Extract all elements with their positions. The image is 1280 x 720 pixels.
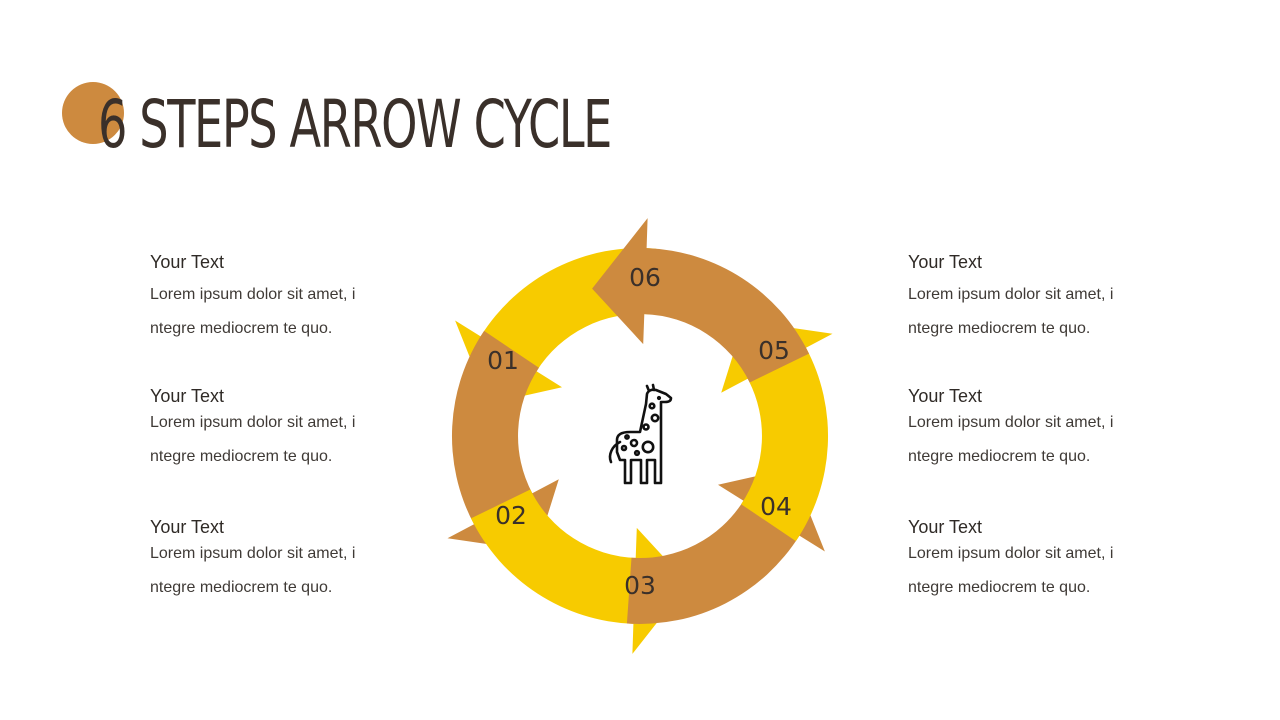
cycle-step-labels: 01 02 03 04 05 06 bbox=[487, 263, 792, 600]
left-item-3-heading: Your Text bbox=[150, 517, 225, 537]
step-label-06: 06 bbox=[629, 263, 661, 292]
left-item-2-heading: Your Text bbox=[150, 386, 225, 406]
right-item-3-heading: Your Text bbox=[908, 517, 983, 537]
page-title: 6 STEPS ARROW CYCLE bbox=[98, 86, 612, 163]
step-label-03: 03 bbox=[624, 571, 656, 600]
right-text-item-3: Your Text Lorem ipsum dolor sit amet, i … bbox=[908, 516, 1148, 605]
right-item-1-heading: Your Text bbox=[908, 252, 983, 272]
right-item-2-heading: Your Text bbox=[908, 386, 983, 406]
left-item-1-heading: Your Text bbox=[150, 252, 225, 272]
giraffe-icon bbox=[608, 383, 673, 485]
right-text-item-2: Your Text Lorem ipsum dolor sit amet, i … bbox=[908, 385, 1148, 474]
left-text-item-1: Your Text Lorem ipsum dolor sit amet, i … bbox=[150, 251, 390, 346]
cycle-arrow-06 bbox=[592, 218, 809, 383]
left-text-item-2: Your Text Lorem ipsum dolor sit amet, i … bbox=[150, 385, 390, 474]
step-label-05: 05 bbox=[758, 336, 790, 365]
right-item-1-body: Lorem ipsum dolor sit amet, i ntegre med… bbox=[908, 286, 1114, 337]
title-accent-circle bbox=[62, 82, 124, 144]
left-item-2-body: Lorem ipsum dolor sit amet, i ntegre med… bbox=[150, 414, 356, 465]
step-label-04: 04 bbox=[760, 492, 792, 521]
step-label-01: 01 bbox=[487, 346, 519, 375]
left-item-3-body: Lorem ipsum dolor sit amet, i ntegre med… bbox=[150, 545, 356, 596]
cycle-arrows bbox=[447, 218, 833, 654]
left-item-1-body: Lorem ipsum dolor sit amet, i ntegre med… bbox=[150, 286, 356, 337]
step-label-02: 02 bbox=[495, 501, 527, 530]
left-text-item-3: Your Text Lorem ipsum dolor sit amet, i … bbox=[150, 516, 390, 605]
right-text-item-1: Your Text Lorem ipsum dolor sit amet, i … bbox=[908, 251, 1148, 346]
right-item-3-body: Lorem ipsum dolor sit amet, i ntegre med… bbox=[908, 545, 1114, 596]
right-item-2-body: Lorem ipsum dolor sit amet, i ntegre med… bbox=[908, 414, 1114, 465]
